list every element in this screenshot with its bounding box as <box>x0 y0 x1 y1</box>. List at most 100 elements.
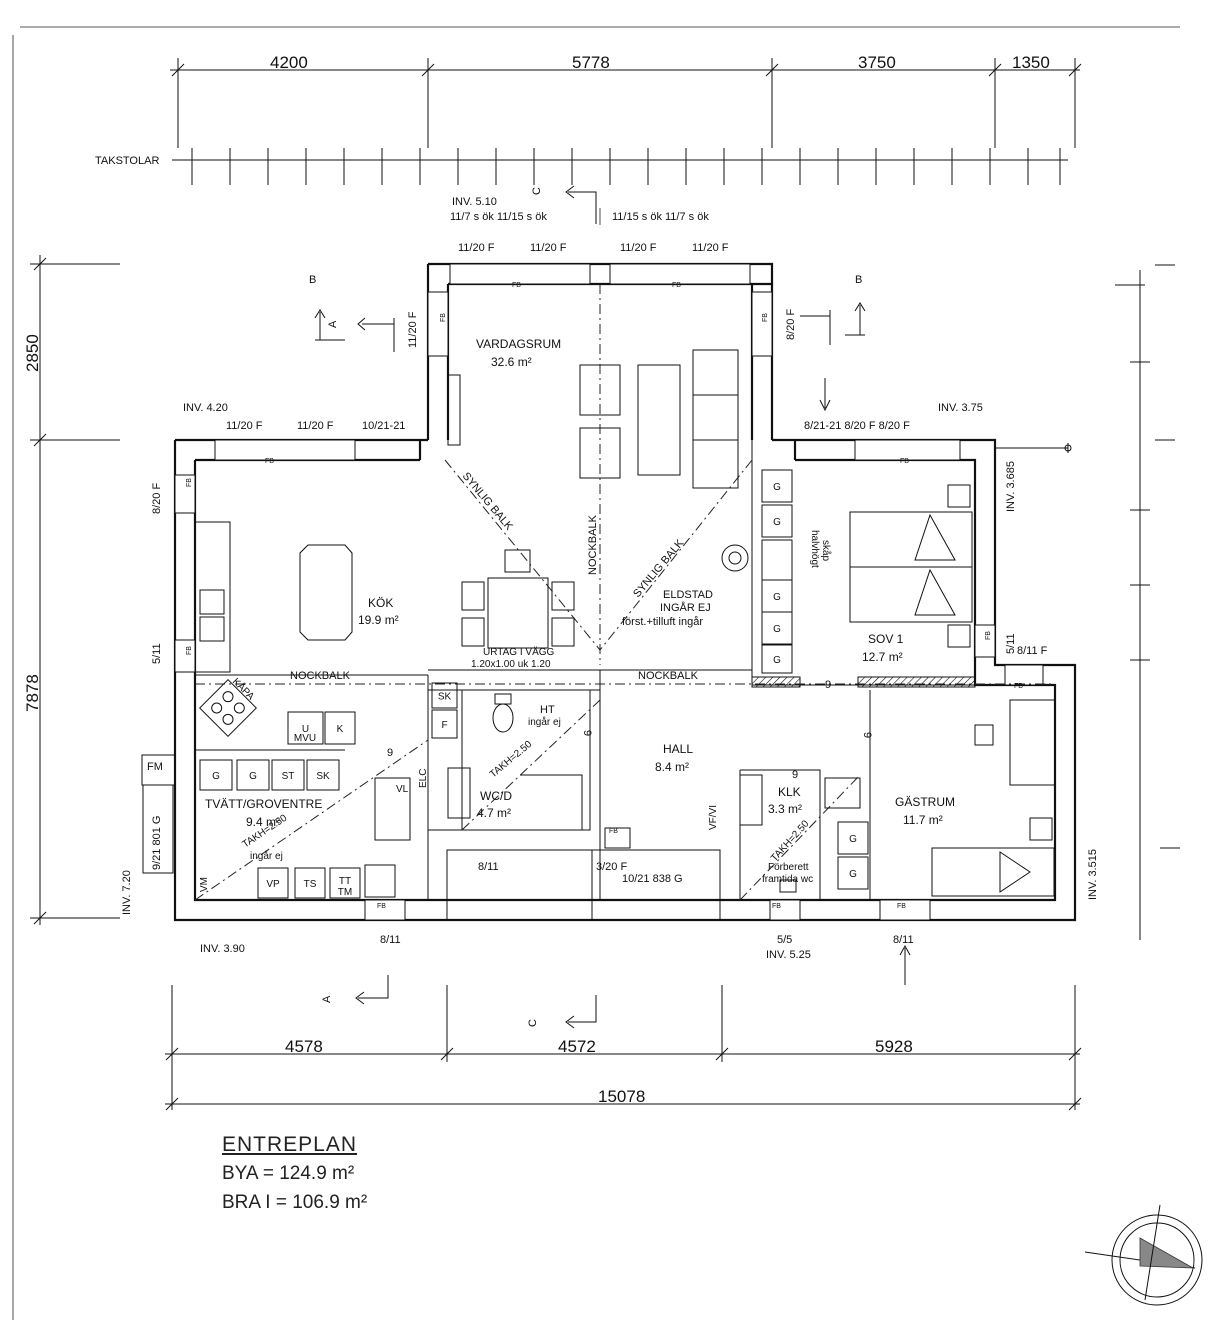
fixture-label: G <box>249 771 257 782</box>
eldstad-label: INGÅR EJ <box>660 601 711 614</box>
fixture-box <box>761 504 793 538</box>
nockbalk-label-left: NOCKBALK <box>290 670 351 682</box>
vent-line <box>995 443 1069 453</box>
fb-label: FB <box>186 478 193 487</box>
fixture-label: TM <box>338 887 352 898</box>
fixture-box <box>761 469 793 503</box>
door-front-label: 10/21 838 G <box>622 873 683 885</box>
urtag-size: 1.20x1.00 uk 1.20 <box>471 659 551 670</box>
dim-left-lower: 7878 <box>23 674 42 712</box>
fixture-label: MVU <box>294 733 316 744</box>
fixture-box <box>837 821 869 855</box>
fixture-label: G <box>849 834 857 845</box>
section-b-left: B <box>309 274 316 286</box>
fixture-label: ST <box>282 771 295 782</box>
fixture-box <box>431 709 458 739</box>
halvhogt-note: skåp <box>820 540 832 562</box>
fixture-label: VP <box>266 879 280 890</box>
fixture-box <box>324 711 356 745</box>
takstolar-label: TAKSTOLAR <box>95 155 159 167</box>
window-label: 5/11 <box>151 643 163 664</box>
fb-label: FB <box>900 458 909 465</box>
room-area-kok: 19.9 m² <box>358 613 399 627</box>
window-label: 8/20 F <box>151 483 163 514</box>
dim-top-1: 4200 <box>270 53 308 72</box>
fixture-label: G <box>212 771 220 782</box>
window-label: 11/20 F <box>530 242 567 254</box>
room-name-tvatt: TVÄTT/GROVENTRE <box>205 797 322 811</box>
window-label: 8/11 <box>380 934 401 946</box>
nockbalk-label-vertical: NOCKBALK <box>587 514 599 575</box>
side-door-box <box>142 784 174 874</box>
room-name-klk: KLK <box>778 785 801 799</box>
window-arrow <box>819 378 831 412</box>
fb-label: FB <box>512 282 521 289</box>
fixture-box <box>761 611 793 645</box>
fixture-box <box>199 759 233 791</box>
fb-label: FB <box>609 828 618 835</box>
note-top-left: 11/7 s ök 11/15 s ök <box>450 211 547 223</box>
door-label: 10/21-21 <box>362 420 405 432</box>
wall-stub <box>751 676 801 688</box>
synlig-balk-label-left: SYNLIG BALK <box>460 470 516 533</box>
window-label: 8/20 F <box>785 309 797 340</box>
section-markers: B A C B A C <box>309 185 911 1029</box>
fixture-box <box>837 856 869 890</box>
ht-note: ingår ej <box>528 716 561 728</box>
fixture-box <box>761 644 793 674</box>
fixture-label: G <box>773 592 781 603</box>
fixture-box <box>257 867 289 899</box>
left-dimension-line: 2850 7878 <box>23 255 120 925</box>
window-label: 11/20 F <box>620 242 657 254</box>
eldstad-note: först.+tilluft ingår <box>622 616 703 628</box>
fixture-label: G <box>849 869 857 880</box>
room-name-hall: HALL <box>663 742 693 756</box>
window-frames <box>174 263 1044 921</box>
halvhogt-label: halvhögt <box>809 530 820 568</box>
room-area-klk: 3.3 m² <box>768 802 802 816</box>
ceiling-height-mark: 9 <box>581 730 593 736</box>
dim-top-4: 1350 <box>1012 53 1050 72</box>
window-label: 8/11 <box>893 934 914 946</box>
room-area-vardagsrum: 32.6 m² <box>491 355 532 369</box>
inv-right-upper: INV. 3.685 <box>1005 461 1017 512</box>
fb-label: FB <box>762 313 769 322</box>
fb-label: FB <box>985 631 992 640</box>
window-label: 5/11 <box>1005 633 1017 654</box>
plan-title: ENTREPLAN <box>222 1133 358 1156</box>
dim-top-3: 3750 <box>858 53 896 72</box>
elc-label: ELC <box>418 769 429 788</box>
fixture-box <box>329 867 361 899</box>
fb-label: FB <box>377 903 386 910</box>
fixture-label: TT <box>339 876 351 887</box>
dim-bottom-1: 4578 <box>285 1037 323 1056</box>
section-c-top: C <box>531 187 543 195</box>
ceiling-height-mark: 9 <box>387 747 393 759</box>
window-label: 3/20 F <box>596 861 627 873</box>
window-label: 11/20 F <box>226 420 263 432</box>
fixture-box <box>294 867 326 899</box>
fb-label: FB <box>772 903 781 910</box>
fixture-box <box>761 539 793 581</box>
dim-bottom-2: 4572 <box>558 1037 596 1056</box>
forberett-note: framtida wc <box>762 874 813 885</box>
inv-kok: INV. 4.20 <box>183 402 228 414</box>
fixture-label: SK <box>438 692 452 703</box>
fb-label: FB <box>1014 683 1023 690</box>
window-label: 8/11 <box>478 861 499 873</box>
takstolar-line: TAKSTOLAR <box>95 148 1068 185</box>
dim-bottom-3: 5928 <box>875 1037 913 1056</box>
section-b-right: B <box>855 274 862 286</box>
window-label: 5/5 <box>777 934 792 946</box>
kapa-label: KÅPA <box>230 675 258 703</box>
fb-label: FB <box>897 903 906 910</box>
room-area-tvatt: 9.4 m² <box>246 815 280 829</box>
note-top-right: 11/15 s ök 11/7 s ök <box>612 211 709 223</box>
urtag-label: URTAG I VÄGG <box>483 646 555 658</box>
fixture-label: K <box>337 724 344 735</box>
fixture-label: G <box>773 517 781 528</box>
window-label: 11/20 F <box>458 242 495 254</box>
fixture-box <box>236 759 270 791</box>
window-label: 8/21-21 8/20 F 8/20 F <box>804 420 910 432</box>
room-name-gastrum: GÄSTRUM <box>895 795 955 809</box>
